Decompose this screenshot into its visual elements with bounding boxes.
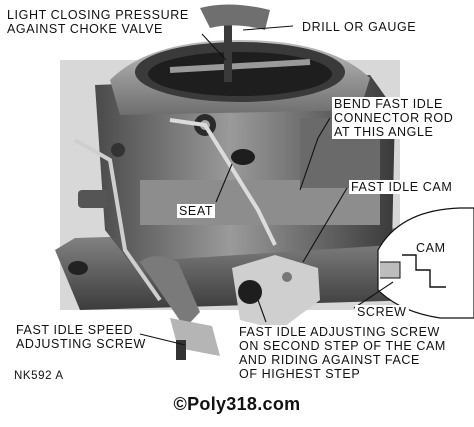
label-bend-line-1: BEND FAST IDLE <box>332 97 445 111</box>
cam-pivot <box>282 272 292 282</box>
copyright-notice: ©Poly318.com <box>173 394 301 414</box>
label-screw: SCREW <box>355 305 409 319</box>
label-drill-or-gauge: DRILL OR GAUGE <box>300 20 419 34</box>
leader-light-closing <box>201 33 227 61</box>
label-cam-inset: CAM <box>416 241 446 255</box>
label-fast-idle-speed-line-1: FAST IDLE SPEED <box>14 323 136 337</box>
fast-idle-cam <box>232 255 320 330</box>
linkage-pivot <box>111 143 125 157</box>
label-fast-idle-adjust-line-4: OF HIGHEST STEP <box>237 367 363 381</box>
leader-drill-gauge <box>242 25 294 31</box>
leader-seat <box>215 163 233 203</box>
flange-bolt-hole-left <box>68 261 88 275</box>
fast-idle-speed-screw-body <box>176 340 186 360</box>
leader-lines <box>139 25 394 346</box>
leader-fast-idle-adjust <box>257 299 267 323</box>
leader-bend-rod <box>299 117 331 191</box>
leader-fast-idle-speed <box>139 333 186 346</box>
seat-fitting <box>231 149 255 165</box>
cam-step-profile <box>402 254 446 288</box>
figure-code: NK592 A <box>14 370 64 382</box>
drill-gauge-rod <box>224 12 232 82</box>
leader-fast-idle-cam <box>302 187 348 263</box>
label-seat: SEAT <box>177 204 216 218</box>
inset-screw-tip <box>380 261 401 279</box>
label-light-closing-line-2: AGAINST CHOKE VALVE <box>5 22 165 36</box>
label-fast-idle-adjust-line-1: FAST IDLE ADJUSTING SCREW <box>237 325 442 339</box>
choke-valve-plate <box>169 59 311 73</box>
label-fast-idle-adjust-line-3: AND RIDING AGAINST FACE <box>237 353 422 367</box>
cam-inset-detail <box>377 207 474 319</box>
fast-idle-adjusting-screw-head <box>238 280 262 304</box>
label-light-closing-line-1: LIGHT CLOSING PRESSURE <box>5 8 191 22</box>
leader-screw <box>353 281 394 309</box>
label-bend-line-3: AT THIS ANGLE <box>332 125 436 139</box>
linkage-bracket <box>78 190 108 208</box>
label-fast-idle-adjust-line-2: ON SECOND STEP OF THE CAM <box>237 339 448 353</box>
fast-idle-connector-rod <box>169 118 277 246</box>
hand-holding-gauge <box>200 4 270 30</box>
choke-valve-bore <box>148 52 332 96</box>
label-fast-idle-speed-line-2: ADJUSTING SCREW <box>14 337 148 351</box>
throttle-lever <box>140 256 200 328</box>
label-bend-line-2: CONNECTOR ROD <box>332 111 456 125</box>
label-fast-idle-cam: FAST IDLE CAM <box>349 180 455 194</box>
throttle-linkage <box>74 138 162 302</box>
